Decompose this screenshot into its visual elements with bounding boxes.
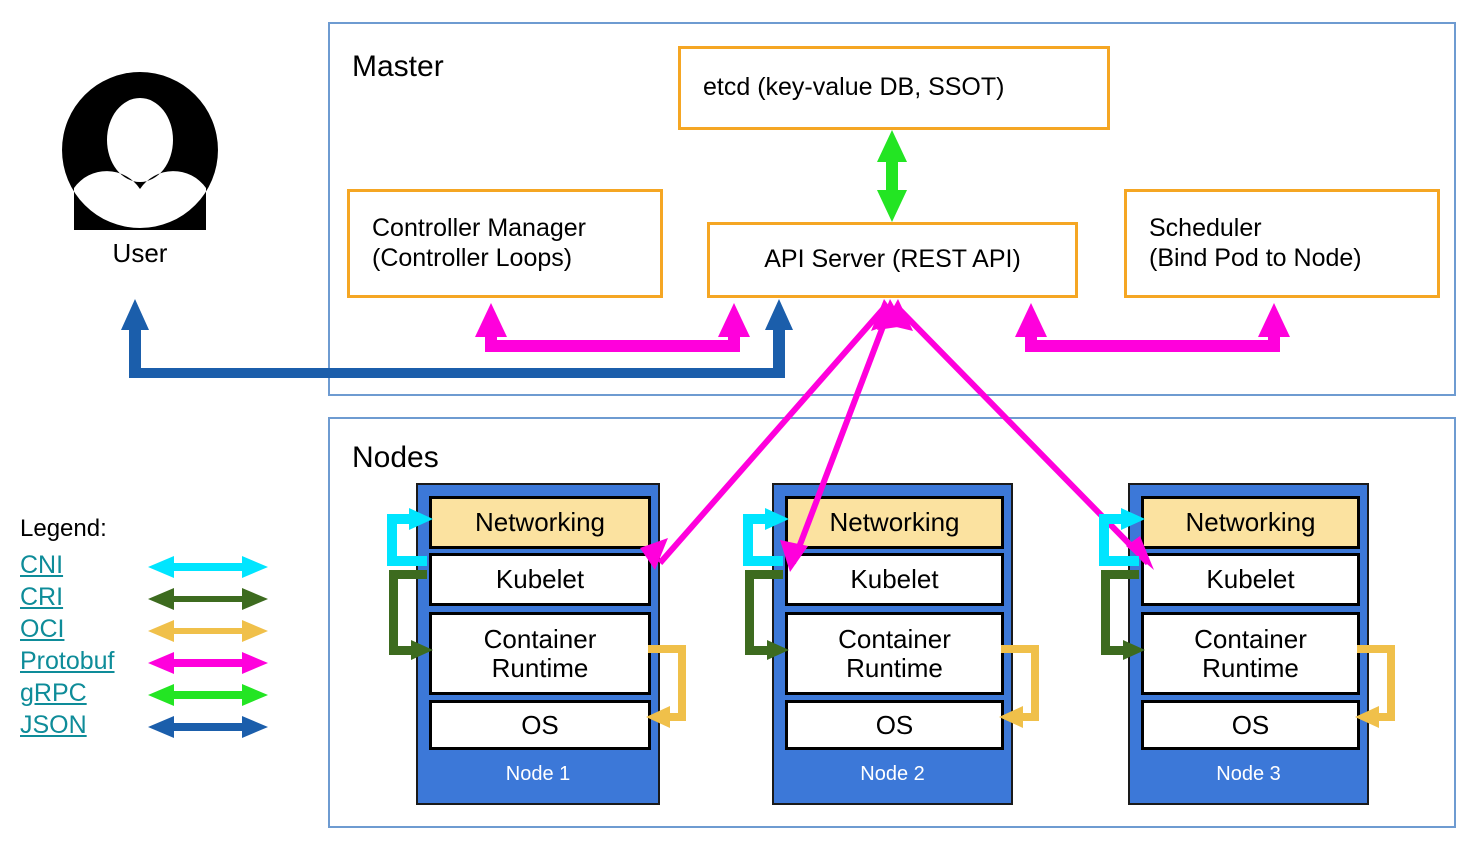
legend-label-cri[interactable]: CRI <box>20 582 64 611</box>
node-1-container-runtime-label: Container Runtime <box>483 623 597 683</box>
component-api-server-label: API Server (REST API) <box>764 245 1021 274</box>
node-2-networking-label: Networking <box>829 507 960 538</box>
legend-title: Legend: <box>20 515 107 542</box>
legend-row-oci[interactable]: OCI <box>20 614 64 644</box>
node-3-container-runtime-label: Container Runtime <box>1194 623 1307 683</box>
node-3-networking[interactable]: Networking <box>1141 496 1360 549</box>
node-3-kubelet[interactable]: Kubelet <box>1141 553 1360 606</box>
legend-arrow-grpc <box>148 681 268 709</box>
master-group-title: Master <box>352 50 444 83</box>
component-etcd-label: etcd (key-value DB, SSOT) <box>703 73 1005 102</box>
component-etcd[interactable]: etcd (key-value DB, SSOT) <box>678 46 1110 130</box>
node-2-os-label: OS <box>875 709 914 740</box>
legend-label-grpc[interactable]: gRPC <box>20 678 87 707</box>
legend: Legend: CNI CRI OCI Protobuf gRPC <box>20 515 290 739</box>
node-1-label: Node 1 <box>505 763 571 785</box>
node-3-os-label: OS <box>1231 709 1270 740</box>
node-3-os[interactable]: OS <box>1141 700 1360 750</box>
node-2[interactable]: Networking Kubelet Container Runtime OS … <box>772 483 1013 805</box>
legend-row-protobuf[interactable]: Protobuf <box>20 646 115 676</box>
component-api-server[interactable]: API Server (REST API) <box>707 222 1078 298</box>
node-1-container-runtime[interactable]: Container Runtime <box>429 612 651 695</box>
node-2-os[interactable]: OS <box>785 700 1004 750</box>
node-1[interactable]: Networking Kubelet Container Runtime OS … <box>416 483 660 805</box>
legend-arrow-json <box>148 713 268 741</box>
node-2-kubelet[interactable]: Kubelet <box>785 553 1004 606</box>
node-1-kubelet-label: Kubelet <box>495 564 585 595</box>
legend-label-json[interactable]: JSON <box>20 710 87 739</box>
node-1-os[interactable]: OS <box>429 700 651 750</box>
node-2-label: Node 2 <box>860 763 925 785</box>
legend-row-grpc[interactable]: gRPC <box>20 678 87 708</box>
legend-row-cri[interactable]: CRI <box>20 582 63 612</box>
node-3[interactable]: Networking Kubelet Container Runtime OS … <box>1128 483 1369 805</box>
component-controller-manager[interactable]: Controller Manager (Controller Loops) <box>347 189 663 298</box>
node-2-container-runtime[interactable]: Container Runtime <box>785 612 1004 695</box>
node-2-container-runtime-label: Container Runtime <box>838 623 951 683</box>
component-controller-manager-label: Controller Manager (Controller Loops) <box>372 214 586 272</box>
node-1-networking[interactable]: Networking <box>429 496 651 549</box>
component-scheduler-label: Scheduler (Bind Pod to Node) <box>1149 214 1362 272</box>
legend-label-oci[interactable]: OCI <box>20 614 65 643</box>
node-3-container-runtime[interactable]: Container Runtime <box>1141 612 1360 695</box>
legend-row-cni[interactable]: CNI <box>20 550 63 580</box>
legend-arrow-cri <box>148 585 268 613</box>
node-1-os-label: OS <box>521 709 559 740</box>
user-group: User <box>60 70 220 280</box>
node-3-kubelet-label: Kubelet <box>1206 564 1295 595</box>
node-3-label: Node 3 <box>1216 763 1281 785</box>
node-1-kubelet[interactable]: Kubelet <box>429 553 651 606</box>
node-2-networking[interactable]: Networking <box>785 496 1004 549</box>
user-label: User <box>112 238 168 268</box>
legend-row-json[interactable]: JSON <box>20 710 87 740</box>
node-1-networking-label: Networking <box>474 507 606 538</box>
node-3-networking-label: Networking <box>1185 507 1316 538</box>
legend-arrow-cni <box>148 553 268 581</box>
legend-arrow-protobuf <box>148 649 268 677</box>
node-2-kubelet-label: Kubelet <box>850 564 939 595</box>
legend-label-protobuf[interactable]: Protobuf <box>20 646 115 675</box>
user-avatar-icon <box>62 72 218 230</box>
legend-arrow-oci <box>148 617 268 645</box>
legend-label-cni[interactable]: CNI <box>20 550 64 579</box>
nodes-group-title: Nodes <box>352 441 439 474</box>
component-scheduler[interactable]: Scheduler (Bind Pod to Node) <box>1124 189 1440 298</box>
